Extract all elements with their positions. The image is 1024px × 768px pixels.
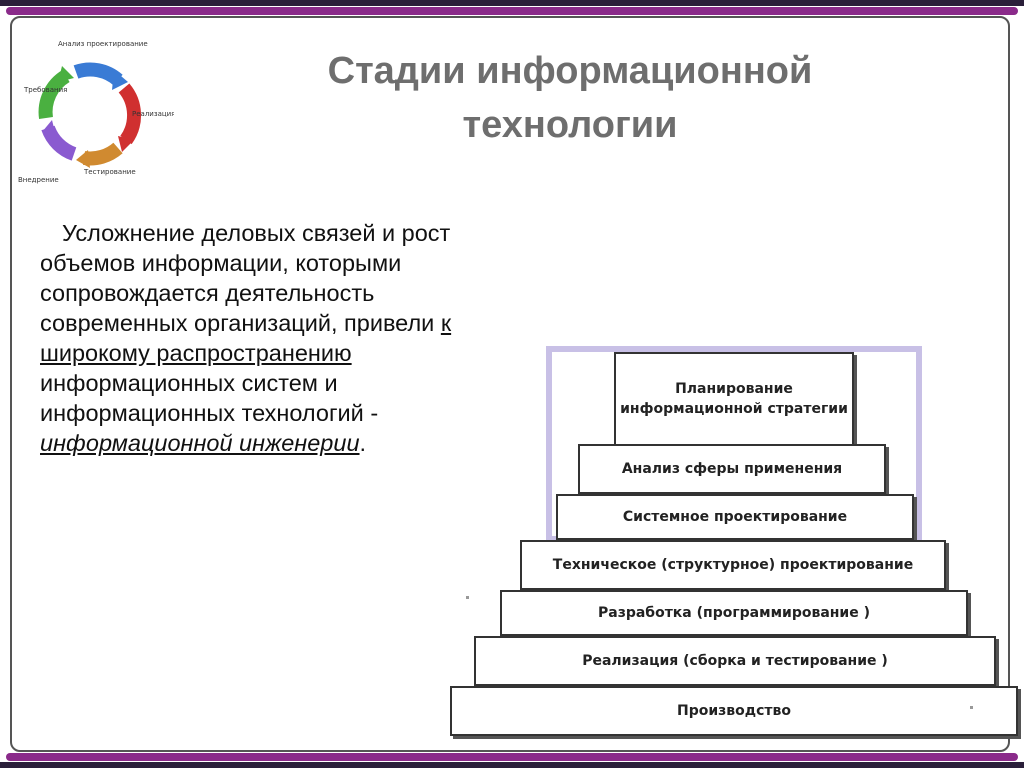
slide-title: Стадии информационной технологии <box>327 50 813 146</box>
cycle-arrow-orange <box>82 142 123 166</box>
cycle-arrow-blue <box>73 62 123 86</box>
stage-implementation: Реализация (сборка и тестирование ) <box>474 636 996 686</box>
stage-production: Производство <box>450 686 1018 736</box>
body-paragraph: Усложнение деловых связей и рост объемов… <box>40 218 480 458</box>
paragraph-emphasis: информационной инженерии <box>40 430 360 456</box>
stage-strategy-planning: Планирование информационной стратегии <box>614 352 854 446</box>
cycle-label-analysis: Анализ проектирование <box>58 40 148 48</box>
cycle-arrow-green <box>38 69 70 119</box>
paragraph-part2: информационных систем и информационных т… <box>40 370 379 426</box>
paragraph-underlined: к широкому распространению <box>40 310 452 366</box>
frame-band-bottom <box>6 753 1018 761</box>
scan-dot <box>970 706 973 709</box>
cycle-label-deployment: Внедрение <box>18 176 59 184</box>
paragraph-end: . <box>359 430 367 456</box>
stage-development: Разработка (программирование ) <box>500 590 968 636</box>
stage-scope-analysis: Анализ сферы применения <box>578 444 886 494</box>
stage-system-design: Системное проектирование <box>556 494 914 540</box>
lifecycle-cycle-icon: Анализ проектирование Требования Реализа… <box>18 40 174 184</box>
cycle-label-requirements: Требования <box>23 86 67 94</box>
stage-technical-design: Техническое (структурное) проектирование <box>520 540 946 590</box>
cycle-label-testing: Тестирование <box>83 168 136 176</box>
paragraph-part1: Усложнение деловых связей и рост объемов… <box>40 220 451 336</box>
cycle-label-implementation: Реализация <box>132 110 174 118</box>
cycle-arrow-red <box>118 83 142 145</box>
scan-dot <box>466 596 469 599</box>
frame-band-top <box>6 7 1018 15</box>
